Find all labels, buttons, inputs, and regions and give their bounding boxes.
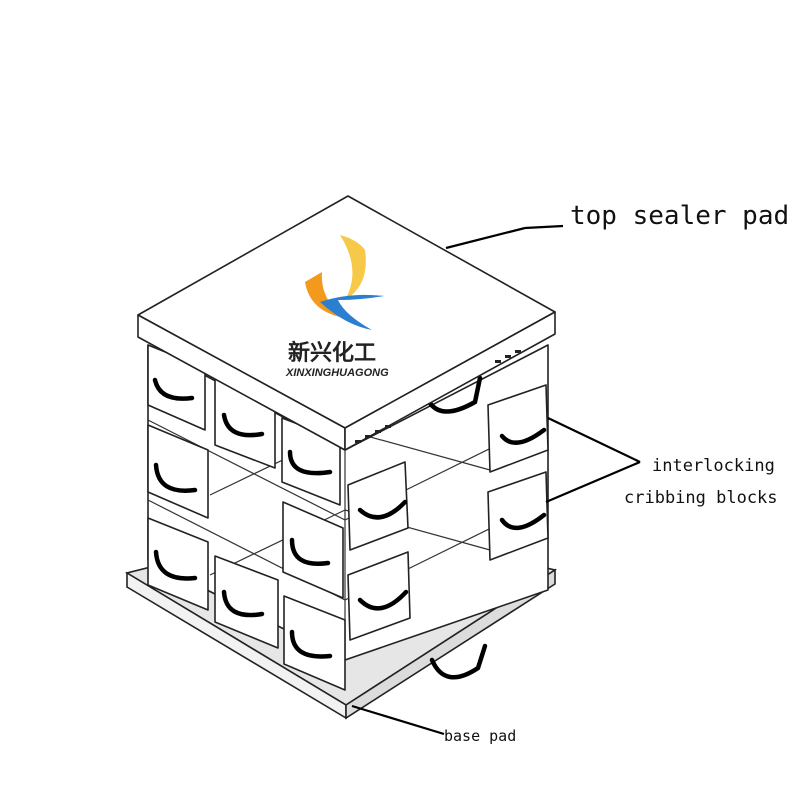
company-logo: 新兴化工 XINXINGHUAGONG: [285, 235, 389, 379]
cribbing-label-line1: interlocking: [652, 456, 775, 476]
pad-notches: [355, 350, 521, 443]
cribbing-block: [487, 384, 549, 473]
cribbing-block: [147, 424, 209, 519]
cribbing-label-line2: cribbing blocks: [624, 488, 778, 508]
logo-cn-text: 新兴化工: [288, 340, 376, 366]
leader-lines: [351, 224, 641, 736]
cribbing-block: [147, 517, 209, 611]
cribbing-block: [283, 595, 346, 691]
logo-orange-swoosh: [305, 272, 345, 318]
cribbing-block: [347, 551, 411, 641]
logo-yellow-swoosh: [340, 235, 366, 300]
logo-blue-swoosh: [320, 294, 384, 330]
top-handle-icon: [425, 375, 483, 414]
base-handle-icon: [429, 643, 488, 680]
cribbing-block: [282, 501, 344, 599]
cribbing-block: [487, 471, 549, 561]
cribbing-block: [347, 461, 409, 551]
cribbing-blocks: [147, 344, 549, 691]
base-pad-label: base pad: [444, 727, 516, 745]
cribbing-block: [214, 555, 279, 649]
logo-en-text: XINXINGHUAGONG: [285, 367, 389, 379]
top-pad-label: top sealer pad: [570, 201, 789, 231]
